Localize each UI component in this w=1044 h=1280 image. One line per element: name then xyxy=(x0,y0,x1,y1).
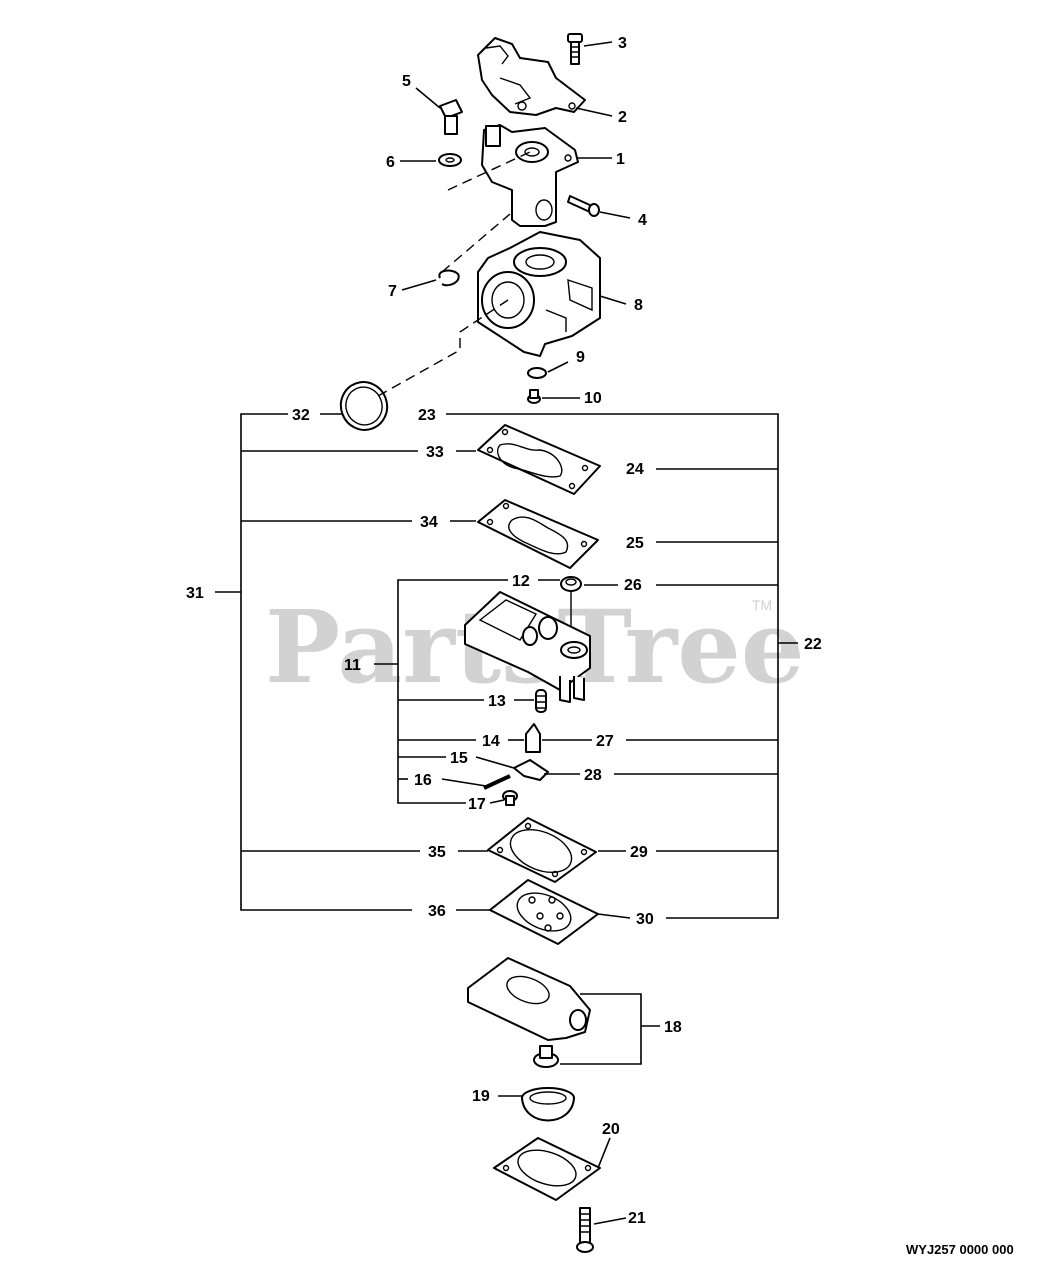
callout-14[interactable]: 14 xyxy=(482,733,500,750)
part-32-oring[interactable] xyxy=(334,376,394,437)
callout-25[interactable]: 25 xyxy=(626,535,644,552)
callout-13[interactable]: 13 xyxy=(488,693,506,710)
callout-12[interactable]: 12 xyxy=(512,573,530,590)
callout-35[interactable]: 35 xyxy=(428,844,446,861)
part-3-screw[interactable] xyxy=(567,33,583,65)
callout-1[interactable]: 1 xyxy=(616,151,625,168)
part-21-screw[interactable] xyxy=(576,1207,594,1253)
callout-20[interactable]: 20 xyxy=(602,1121,620,1138)
callout-27[interactable]: 27 xyxy=(596,733,614,750)
part-29-gasket[interactable] xyxy=(487,817,597,883)
callout-31[interactable]: 31 xyxy=(186,585,204,602)
part-13-spring[interactable] xyxy=(535,689,547,713)
part-16-pin[interactable] xyxy=(483,774,511,790)
callout-16[interactable]: 16 xyxy=(414,772,432,789)
callout-24[interactable]: 24 xyxy=(626,461,644,478)
part-20-retainer[interactable] xyxy=(493,1137,601,1201)
part-15-lever[interactable] xyxy=(513,759,549,781)
callout-29[interactable]: 29 xyxy=(630,844,648,861)
part-6-washer[interactable] xyxy=(438,153,462,167)
callout-10[interactable]: 10 xyxy=(584,390,602,407)
part-9-oring[interactable] xyxy=(527,367,547,379)
callout-21[interactable]: 21 xyxy=(628,1210,646,1227)
callout-18[interactable]: 18 xyxy=(664,1019,682,1036)
part-5-screw[interactable] xyxy=(439,99,463,135)
callout-8[interactable]: 8 xyxy=(634,297,643,314)
part-30-diaphragm[interactable] xyxy=(489,879,599,945)
callout-7[interactable]: 7 xyxy=(388,283,397,300)
callout-11[interactable]: 11 xyxy=(344,657,361,674)
part-1-throttle-body[interactable] xyxy=(481,124,579,227)
callout-23[interactable]: 23 xyxy=(418,407,436,424)
callout-17[interactable]: 17 xyxy=(468,796,486,813)
part-10-nipple[interactable] xyxy=(527,389,541,404)
callout-15[interactable]: 15 xyxy=(450,750,468,767)
callout-4[interactable]: 4 xyxy=(638,212,647,229)
callout-36[interactable]: 36 xyxy=(428,903,446,920)
part-17-screw[interactable] xyxy=(502,790,518,806)
watermark-tm: TM xyxy=(752,597,772,613)
part-7-clip[interactable] xyxy=(438,269,460,287)
diagram-code: WYJ257 0000 000 xyxy=(906,1242,1014,1257)
callout-22[interactable]: 22 xyxy=(804,636,822,653)
part-11-metering-body[interactable] xyxy=(464,591,591,703)
callout-2[interactable]: 2 xyxy=(618,109,627,126)
part-25-gasket[interactable] xyxy=(477,499,599,569)
callout-19[interactable]: 19 xyxy=(472,1088,490,1105)
brackets xyxy=(215,41,798,1225)
part-18-pump-body[interactable] xyxy=(467,957,591,1068)
part-8-carb-body[interactable] xyxy=(477,231,601,357)
callout-33[interactable]: 33 xyxy=(426,444,444,461)
part-24-gasket[interactable] xyxy=(477,424,601,495)
callout-26[interactable]: 26 xyxy=(624,577,642,594)
callout-3[interactable]: 3 xyxy=(618,35,627,52)
callout-6[interactable]: 6 xyxy=(386,154,395,171)
part-19-primer-bulb[interactable] xyxy=(521,1087,575,1122)
callout-5[interactable]: 5 xyxy=(402,73,411,90)
callout-34[interactable]: 34 xyxy=(420,514,438,531)
part-2-bracket[interactable] xyxy=(477,37,586,116)
callout-9[interactable]: 9 xyxy=(576,349,585,366)
part-4-screw[interactable] xyxy=(567,195,600,217)
assembly-lines xyxy=(377,151,531,397)
callout-32[interactable]: 32 xyxy=(292,407,310,424)
part-14-needle[interactable] xyxy=(525,723,541,753)
callouts: 1 2 3 4 5 6 7 8 9 10 11 12 13 14 15 16 1… xyxy=(186,35,822,1227)
callout-28[interactable]: 28 xyxy=(584,767,602,784)
callout-30[interactable]: 30 xyxy=(636,911,654,928)
